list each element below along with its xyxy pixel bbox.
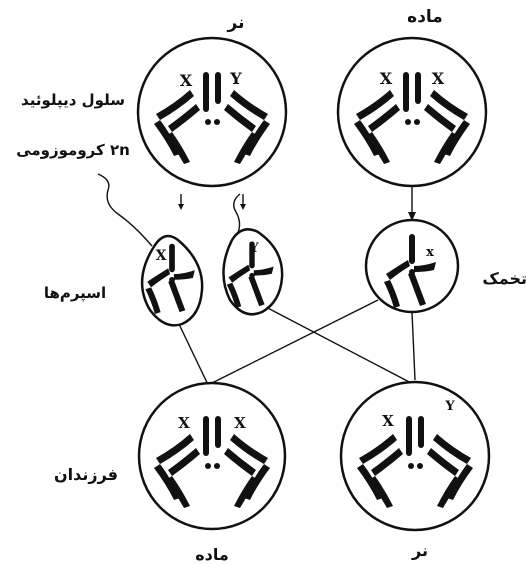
egg-label: تخمک [482, 269, 527, 288]
arrow-head-sperm1 [178, 204, 184, 210]
chromosome-x-label: X [180, 71, 193, 90]
sperms-label: اسپرم‌ها [44, 284, 106, 303]
sperm-tail [98, 174, 152, 246]
bottom-female-label: ماده [195, 545, 229, 564]
diploid-cell-label: سلول دیپلوئید [21, 91, 125, 110]
chromosome-y-label: Y [248, 241, 259, 256]
arrow-head-sperm2 [240, 204, 246, 210]
top-female-label: ماده [407, 7, 443, 27]
offspring-label: فرزندان [54, 465, 118, 484]
diploid-count-label: ۲n کروموزومی [16, 141, 130, 159]
egg-cell: x [366, 220, 458, 312]
sperm-cell-y: Y [223, 194, 282, 314]
chromosome-x-label: X [432, 69, 445, 88]
sperm-cell-x: X [98, 174, 202, 325]
chromosome-y-label: Y [229, 69, 242, 88]
line-egg-to-female-child [212, 300, 378, 383]
bottom-male-label: نر [411, 541, 428, 560]
chromosome-y-label: Y [444, 399, 455, 414]
chromosome-x-label: X [382, 412, 394, 430]
parent-male-cell: X Y [138, 38, 286, 186]
chromosome-x-label: X [380, 69, 393, 88]
line-sperm2-to-male-child [262, 305, 415, 385]
chromosome-x-label: x [426, 245, 434, 260]
parent-female-cell: X X [338, 38, 486, 186]
offspring-female-cell: X X [139, 383, 285, 529]
chromosome-x-label: X [178, 414, 190, 432]
offspring-male-cell: X Y [341, 382, 489, 530]
chromosome-x-label: X [156, 248, 167, 264]
top-male-label: نر [227, 13, 245, 33]
line-egg-to-male-child [412, 312, 415, 380]
chromosome-x-label: X [234, 414, 246, 432]
